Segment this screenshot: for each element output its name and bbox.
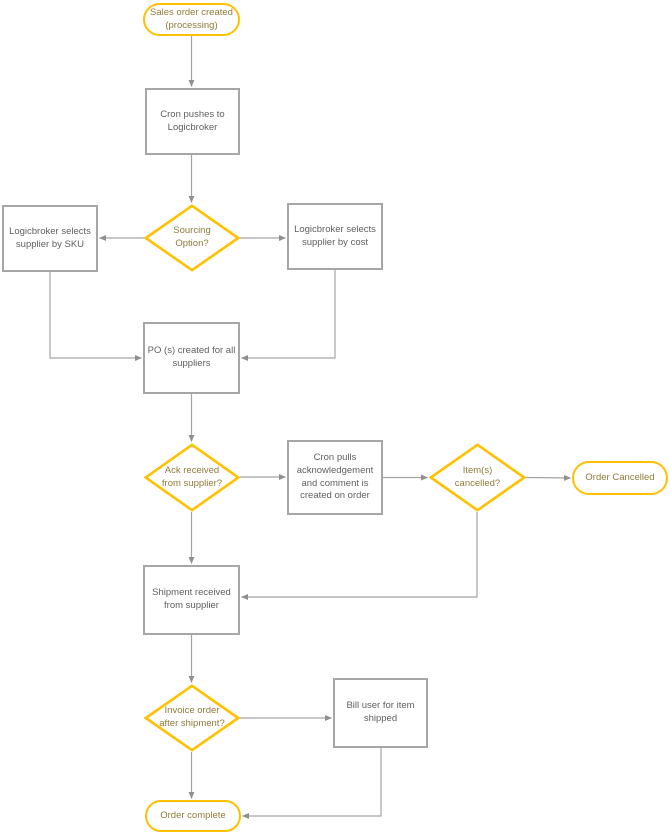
connector-bill-complete [242,748,382,819]
process-cron-pulls-ack: Cron pulls acknowledgement and comment i… [287,440,383,515]
process-select-by-cost: Logicbroker selects supplier by cost [287,203,383,270]
node-label: Logicbroker selects supplier by cost [294,223,376,248]
node-label: Cron pushes to Logicbroker [160,108,225,133]
process-select-by-sku: Logicbroker selects supplier by SKU [2,205,98,272]
terminator-order-cancelled: Order Cancelled [572,461,668,495]
diamond-shape [144,204,240,272]
process-shipment-received: Shipment received from supplier [143,565,240,635]
node-label: Ack received from supplier? [161,464,223,489]
node-label: Shipment received from supplier [152,587,231,611]
connector-items-ordercancelled [525,474,571,481]
node-label: Bill user for item shipped [346,700,415,724]
connector-cost-po [241,270,336,361]
node-label: Sourcing Option? [173,225,211,249]
node-label: Cron pulls acknowledgement and comment i… [296,452,374,502]
decision-items-cancelled: Item(s) cancelled? [429,443,526,512]
diamond-shape [144,443,240,512]
node-label: PO (s) created for all suppliers [147,345,236,369]
decision-ack-received: Ack received from supplier? [144,443,240,512]
node-label: Invoice order after shipment? [159,705,225,729]
node-label: Logicbroker selects supplier by SKU [9,225,91,250]
process-bill-user: Bill user for item shipped [333,678,428,748]
diamond-shape [429,443,526,512]
diamond-shape [144,684,240,752]
terminator-sales-order-created: Sales order created (processing) [143,3,240,36]
process-cron-pushes: Cron pushes to Logicbroker [145,88,240,155]
process-po-created: PO (s) created for all suppliers [143,322,240,394]
node-label: Item(s) cancelled? [454,464,501,489]
node-label: Sales order created (processing) [150,6,233,31]
node-label: Order Cancelled [585,471,655,483]
connector-sku-po [49,272,142,361]
connector-items-shipment [241,512,478,600]
node-label: Order complete [160,809,226,821]
decision-invoice-after-shipment: Invoice order after shipment? [144,684,240,752]
terminator-order-complete: Order complete [145,800,241,832]
decision-sourcing-option: Sourcing Option? [144,204,240,272]
